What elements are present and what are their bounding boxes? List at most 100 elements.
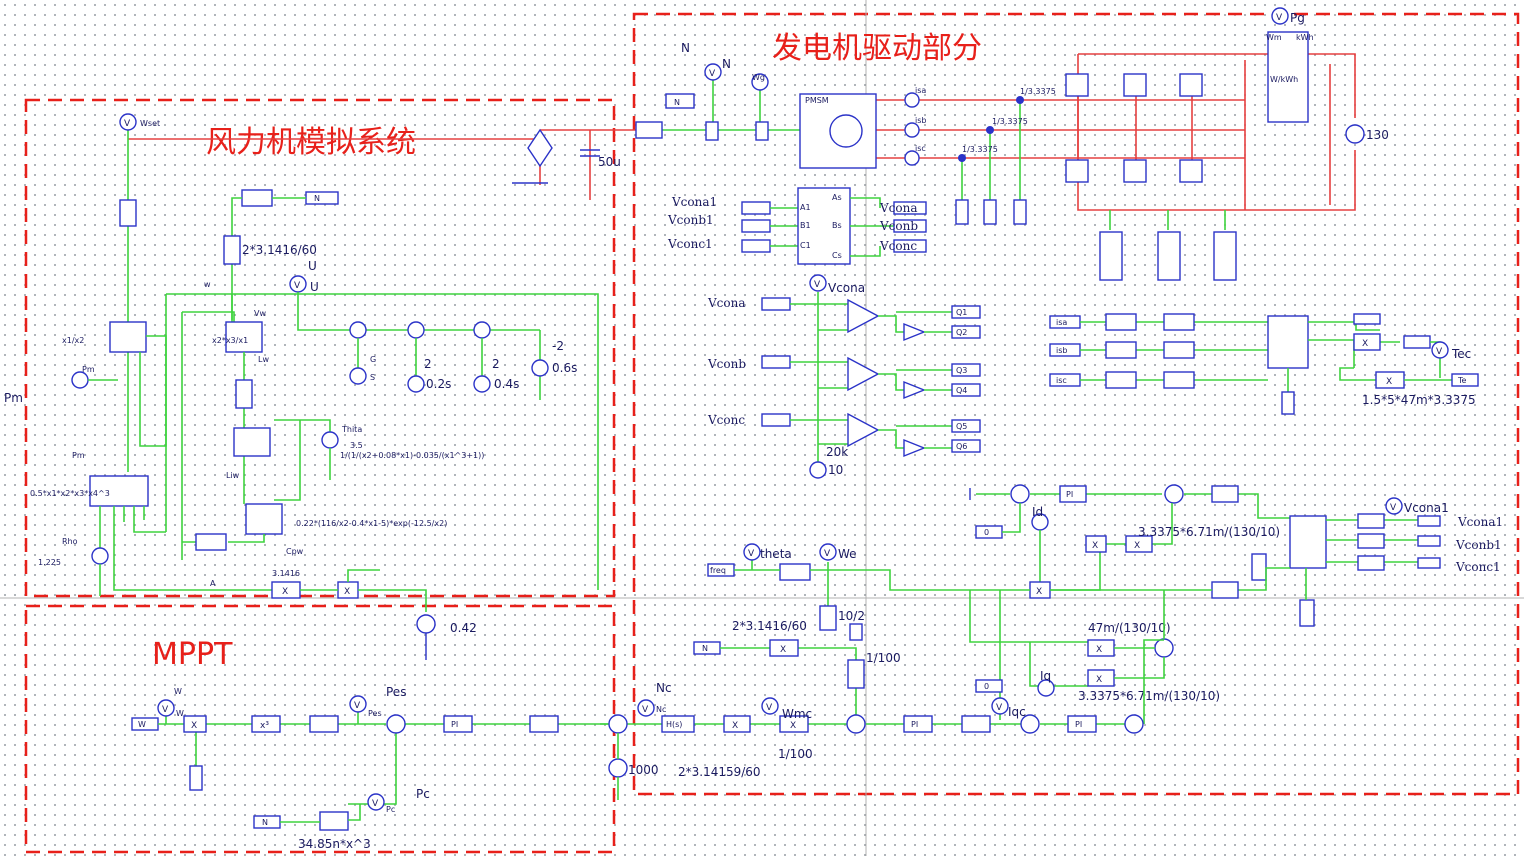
not-gate-b-icon[interactable] <box>903 380 926 400</box>
switch-q3-icon[interactable] <box>1123 73 1147 97</box>
vcona1-out-port[interactable] <box>1417 515 1441 527</box>
limiter-a-block[interactable] <box>1163 313 1195 331</box>
vcona-probe-icon[interactable] <box>809 274 827 292</box>
inv100-block[interactable] <box>847 659 865 689</box>
limiter-b-block[interactable] <box>1163 341 1195 359</box>
q4-port[interactable] <box>951 383 981 397</box>
vcona1-port[interactable] <box>741 201 771 215</box>
phase-sel-block[interactable] <box>797 187 851 265</box>
speed-sensor-block[interactable] <box>755 121 769 141</box>
wg-probe-icon[interactable] <box>751 73 769 91</box>
not-gate-a-icon[interactable] <box>903 322 926 342</box>
lambda-limiter-block[interactable] <box>235 379 253 409</box>
thita-source-icon[interactable] <box>321 431 339 449</box>
tec-mult-block[interactable] <box>1353 333 1381 351</box>
step3-icon[interactable] <box>531 359 549 377</box>
n-source-block[interactable] <box>665 93 695 109</box>
filter-a-block[interactable] <box>1105 313 1137 331</box>
vconc-port[interactable] <box>761 413 791 427</box>
tec-probe-icon[interactable] <box>1431 341 1449 359</box>
nc-probe-icon[interactable] <box>637 699 655 717</box>
speed-pi-block[interactable] <box>903 715 933 733</box>
gate-drive-3[interactable] <box>1213 231 1237 281</box>
cp-calc-block[interactable] <box>245 503 283 535</box>
n-voltmeter-icon[interactable] <box>704 63 722 81</box>
energy-meter-block[interactable] <box>1267 31 1309 123</box>
te-out-port[interactable] <box>1451 373 1479 387</box>
step2-icon[interactable] <box>473 375 491 393</box>
g-source-icon[interactable] <box>349 367 367 385</box>
w-conv-block[interactable] <box>223 235 241 265</box>
vconb-port[interactable] <box>761 355 791 369</box>
id-pi-block[interactable] <box>1059 485 1087 503</box>
isb-meter-block[interactable] <box>983 199 997 225</box>
isc-meter-block[interactable] <box>1013 199 1027 225</box>
mppt-pi-block[interactable] <box>443 715 473 733</box>
vconc1-port[interactable] <box>741 239 771 253</box>
id-cross-mult-block[interactable] <box>1085 535 1107 553</box>
triangle-source-icon[interactable] <box>809 461 827 479</box>
torque-source-block[interactable] <box>635 121 663 139</box>
nc-sum-icon[interactable] <box>608 714 628 734</box>
isb-ammeter-icon[interactable] <box>904 122 920 138</box>
vq-sum-icon[interactable] <box>1124 714 1144 734</box>
pole-gain-block[interactable] <box>819 605 837 631</box>
vcona-out-port[interactable] <box>893 201 927 215</box>
w-mult-block[interactable] <box>183 715 207 733</box>
comparator-b-icon[interactable] <box>847 356 880 392</box>
park-transform-block[interactable] <box>1267 315 1309 369</box>
vcona1-probe-icon[interactable] <box>1385 497 1403 515</box>
pg-probe-icon[interactable] <box>1271 7 1289 25</box>
mppt-limiter-block[interactable] <box>309 715 339 733</box>
theta-buffer-block[interactable] <box>1251 553 1267 581</box>
integrator-block[interactable] <box>779 563 811 581</box>
wset-limiter-block[interactable] <box>119 199 137 227</box>
theta-meter-block[interactable] <box>1299 599 1315 627</box>
cp-limiter-block[interactable] <box>195 533 227 551</box>
vq-limiter-block[interactable] <box>1211 581 1239 599</box>
nc-conv-block[interactable] <box>723 715 751 733</box>
we-probe-icon[interactable] <box>819 543 837 561</box>
coupling-block[interactable] <box>705 121 719 141</box>
kopt-block[interactable] <box>319 811 349 831</box>
w-probe-icon[interactable] <box>157 699 175 717</box>
vconb-out-port[interactable] <box>893 219 927 233</box>
rho-source-icon[interactable] <box>91 547 109 565</box>
id-sum-icon[interactable] <box>1010 484 1030 504</box>
cube-block[interactable] <box>251 715 281 733</box>
n1000-source-icon[interactable] <box>608 758 628 778</box>
vconc1-out-port[interactable] <box>1417 557 1441 569</box>
filter-c-block[interactable] <box>1105 371 1137 389</box>
mppt-out-limiter[interactable] <box>529 715 559 733</box>
n-wind-port[interactable] <box>305 191 339 205</box>
vconb1-port[interactable] <box>741 219 771 233</box>
iq-ammeter-icon[interactable] <box>1037 679 1055 697</box>
gate-drive-2[interactable] <box>1157 231 1181 281</box>
n-limiter-block[interactable] <box>241 189 273 207</box>
pes-probe-icon[interactable] <box>349 695 367 713</box>
isc-ammeter-icon[interactable] <box>904 150 920 166</box>
wind-sum2-icon[interactable] <box>407 321 425 339</box>
divider-block[interactable] <box>109 321 147 353</box>
iqc-probe-icon[interactable] <box>991 697 1009 715</box>
we-meter-block[interactable] <box>849 623 863 641</box>
hs-block[interactable] <box>661 715 695 733</box>
theta-probe-icon[interactable] <box>743 543 761 561</box>
vd-limiter-block[interactable] <box>1211 485 1239 503</box>
wset-probe-icon[interactable] <box>119 113 137 131</box>
vcona-port[interactable] <box>761 297 791 311</box>
switch-q6-icon[interactable] <box>1123 159 1147 183</box>
gate-drive-1[interactable] <box>1099 231 1123 281</box>
q2-port[interactable] <box>951 325 981 339</box>
switch-q4-icon[interactable] <box>1065 159 1089 183</box>
filter-b-block[interactable] <box>1105 341 1137 359</box>
not-gate-c-icon[interactable] <box>903 438 926 458</box>
controlled-source-icon[interactable] <box>527 128 553 168</box>
inverse-park-block[interactable] <box>1289 515 1327 569</box>
speed-sum-icon[interactable] <box>846 714 866 734</box>
switch-q2-icon[interactable] <box>1179 159 1203 183</box>
lambda-i-block[interactable] <box>233 427 271 457</box>
vconc-out-port[interactable] <box>893 239 927 253</box>
id-cross-gain-block[interactable] <box>1125 535 1153 553</box>
switch-q5-icon[interactable] <box>1179 73 1203 97</box>
